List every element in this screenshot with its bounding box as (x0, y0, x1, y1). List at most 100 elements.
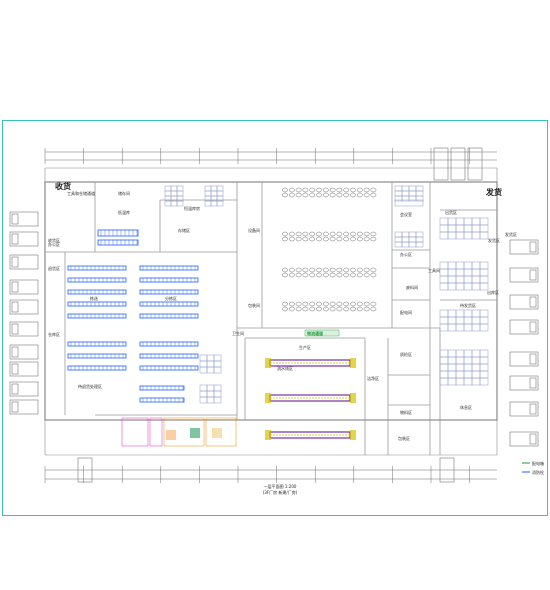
desk (336, 267, 343, 273)
grid-cell (415, 231, 424, 238)
desk (316, 272, 322, 278)
grid-cell (415, 195, 424, 202)
logistics-tag (304, 329, 340, 337)
truck-dock (509, 267, 539, 283)
grid-cell (463, 282, 473, 291)
desk (282, 231, 288, 237)
desk (309, 301, 316, 307)
receiving-big-label: 收货 (55, 182, 71, 191)
room-packing-right: 包装区 (398, 436, 410, 441)
desk (295, 301, 302, 307)
desk (282, 236, 288, 242)
grid-cell (439, 261, 449, 270)
grid-cell (463, 261, 473, 270)
left-docks (9, 211, 39, 415)
desk (350, 192, 356, 198)
grid-cell (408, 236, 417, 243)
truck-dock (509, 294, 539, 310)
grid-cell (447, 316, 457, 325)
desk (336, 187, 343, 193)
grid-cell (415, 185, 424, 192)
room-package: 包装间 (248, 303, 260, 308)
grid-cell (408, 190, 417, 197)
truck-cab (529, 353, 537, 365)
rack (67, 265, 127, 271)
grid-cell (439, 275, 449, 284)
room-shelf-area: 仓库区 (48, 332, 60, 337)
grid-cell (439, 349, 449, 358)
grid-cell (439, 370, 449, 379)
room-shelving: 存储区 (178, 228, 190, 233)
rack (139, 341, 199, 347)
service-rooms (121, 417, 237, 447)
sheet-frame (2, 120, 548, 516)
desk (295, 272, 302, 278)
grid-cell (206, 354, 215, 362)
station (350, 358, 356, 368)
desk (309, 306, 316, 312)
rack (67, 301, 127, 307)
desk (295, 267, 302, 273)
grid-cell (463, 275, 473, 284)
desk (329, 187, 336, 193)
grid-cell (455, 275, 465, 284)
desk (288, 192, 295, 198)
grid-cell (164, 185, 172, 192)
desk (336, 236, 343, 242)
station (265, 430, 271, 440)
grid-cell (463, 316, 473, 325)
room-qc: 质检区 (400, 352, 412, 357)
desk (336, 272, 343, 278)
grid-cell (216, 185, 224, 192)
truck-cab (11, 233, 19, 245)
grid-cell (199, 360, 208, 368)
truck-cab (529, 321, 537, 333)
rack (139, 301, 199, 307)
partitions (45, 182, 497, 455)
truck-cab (11, 213, 19, 225)
desk (356, 236, 363, 242)
desk (316, 187, 322, 193)
grid-cell (463, 377, 473, 386)
production-lines (265, 358, 356, 440)
desk (356, 306, 363, 312)
rack (97, 239, 139, 246)
desk (350, 231, 356, 237)
grid-cell (415, 241, 424, 248)
grid-cell (455, 231, 465, 240)
grid-cell (447, 268, 457, 277)
desk (316, 192, 322, 198)
room-wc: 卫生间 (232, 331, 244, 336)
truck-cab (11, 363, 19, 375)
desk (350, 236, 356, 242)
truck-dock (9, 279, 39, 295)
grid-cell (447, 309, 457, 318)
desk (343, 231, 350, 237)
desk (363, 192, 370, 198)
desk (295, 236, 302, 242)
desk (363, 236, 370, 242)
desk (329, 301, 336, 307)
room-shipping-right: 出货区 (445, 210, 457, 215)
grid-cell (401, 185, 410, 192)
grid-cell (204, 185, 212, 192)
drawing-title-main: 一层平面图 (263, 484, 284, 489)
building-walls (44, 167, 498, 456)
truck-cab (11, 401, 19, 413)
desk (316, 231, 322, 237)
desk (370, 272, 377, 278)
grid-cell (479, 217, 489, 226)
grid-cell (471, 377, 481, 386)
desk (356, 301, 363, 307)
desk (295, 231, 302, 237)
grid-cell (401, 241, 410, 248)
grid-cell (170, 190, 178, 197)
grid-cell (439, 231, 449, 240)
desk (370, 231, 377, 237)
truck-dock (509, 319, 539, 335)
grid-cell (479, 363, 489, 372)
desk (322, 301, 329, 307)
room-return-processing: 待退货处理区 (78, 384, 102, 389)
grid-cell (439, 268, 449, 277)
truck-dock (9, 254, 39, 270)
